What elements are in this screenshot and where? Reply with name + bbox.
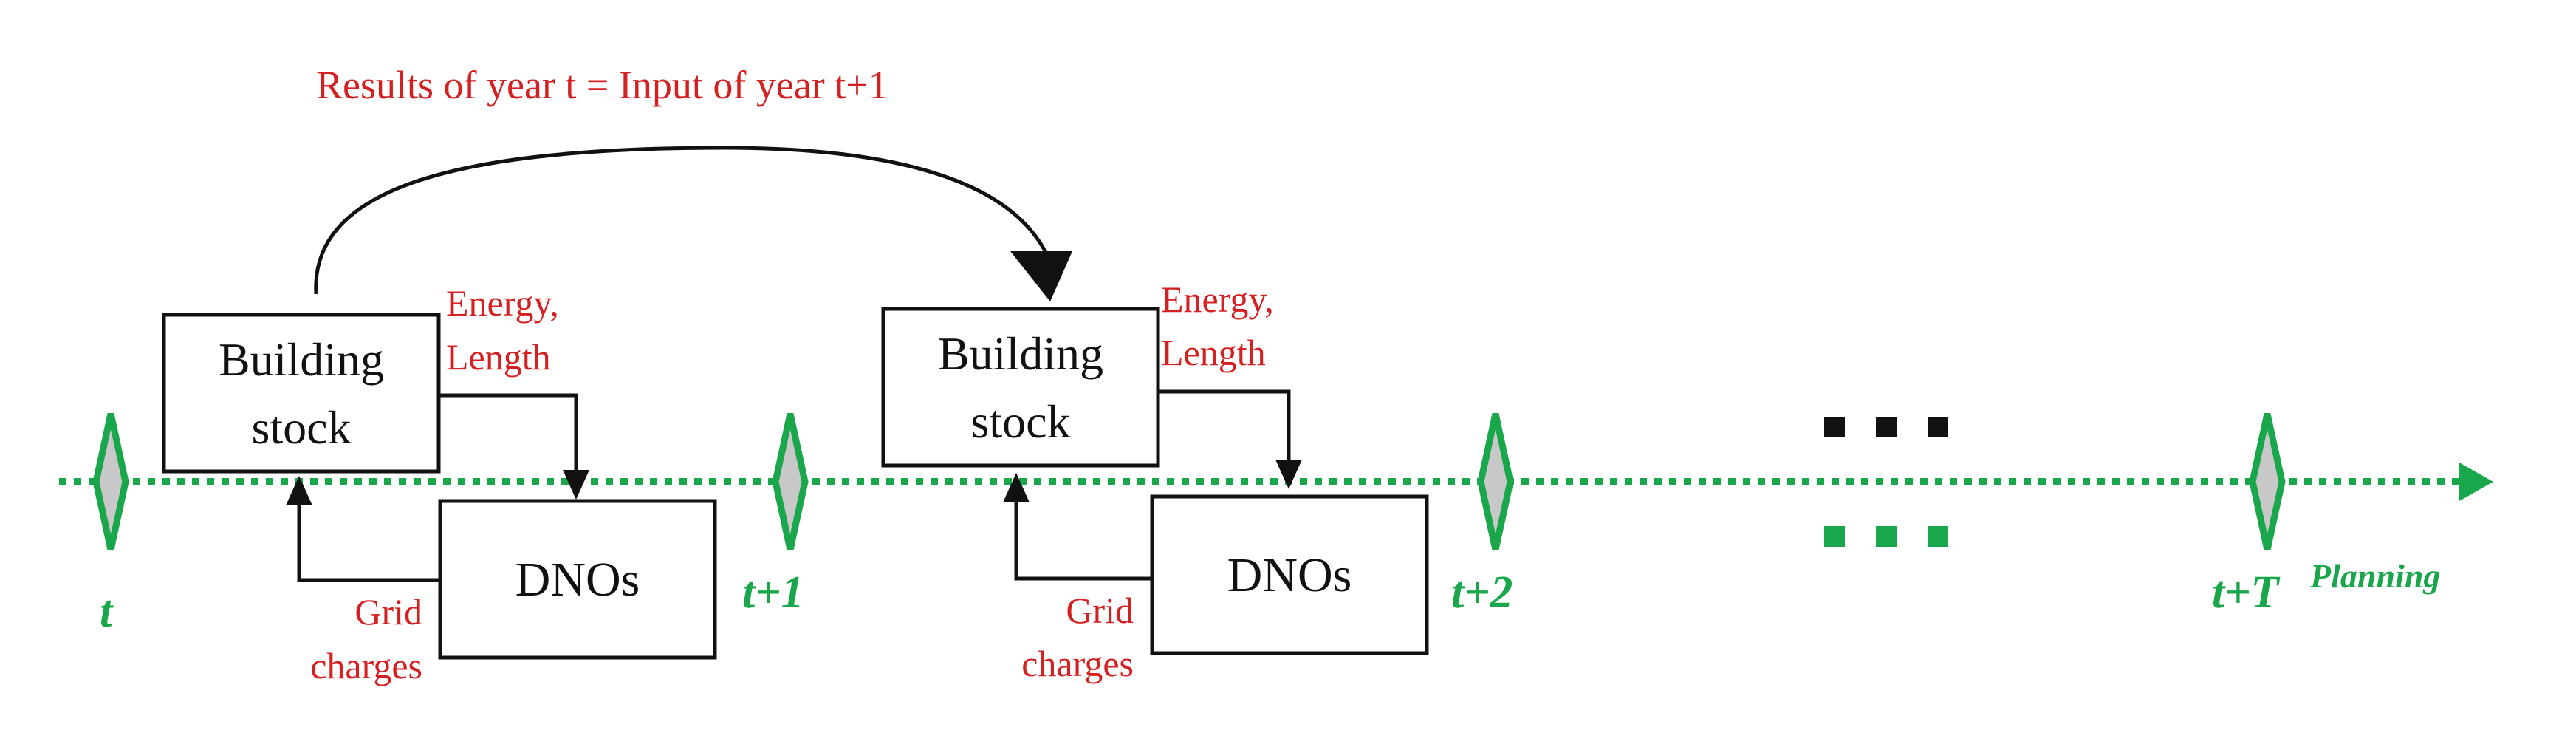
energy-length-label-2b: Length <box>1161 332 1266 373</box>
tick-diamond-t-plus-T <box>2249 413 2286 550</box>
grid-charges-label-2a: Grid <box>1066 590 1134 631</box>
tick-diamond-t-plus-1 <box>772 413 809 550</box>
energy-length-label-1a: Energy, <box>446 282 559 324</box>
ellipsis-black <box>1824 417 1948 437</box>
carryover-annotation: Results of year t = Input of year t+1 <box>316 63 888 107</box>
energy-length-arrow-1 <box>439 393 578 473</box>
grid-charges-arrowhead-2 <box>1003 473 1030 502</box>
tick-diamond-t <box>92 413 129 550</box>
carryover-arc <box>314 146 1051 295</box>
energy-length-arrow-2 <box>1158 389 1291 461</box>
grid-charges-arrow-1 <box>297 502 440 582</box>
timeline-arrowhead <box>2459 463 2493 501</box>
grid-charges-label-1a: Grid <box>354 591 422 633</box>
grid-charges-arrow-2 <box>1014 500 1152 581</box>
tick-diamond-t-plus-2 <box>1477 413 1514 550</box>
dnos-box-1 <box>438 499 717 660</box>
energy-length-label-1b: Length <box>446 336 551 378</box>
grid-charges-arrowhead-1 <box>286 476 312 505</box>
tick-label-t: t <box>100 587 114 637</box>
building-stock-label-1b: stock <box>251 401 351 454</box>
dnos-box-2 <box>1150 494 1429 655</box>
tick-label-t-plus-2: t+2 <box>1451 567 1513 618</box>
tick-label-t-plus-1: t+1 <box>742 567 804 618</box>
carryover-arrowhead <box>1010 251 1072 301</box>
tick-label-t-plus-T: t+T <box>2212 567 2281 618</box>
ellipsis-green <box>1824 526 1948 547</box>
grid-charges-label-2b: charges <box>1021 643 1134 684</box>
energy-length-label-2a: Energy, <box>1161 279 1274 320</box>
dnos-label-2: DNOs <box>1227 548 1352 602</box>
building-stock-label-1a: Building <box>219 333 384 386</box>
grid-charges-label-1b: charges <box>310 645 422 686</box>
energy-length-arrowhead-2 <box>1275 460 1302 489</box>
energy-length-arrowhead-1 <box>563 470 589 500</box>
building-stock-label-2a: Building <box>938 327 1103 380</box>
building-stock-box-1 <box>162 313 441 474</box>
tick-label-superscript: Planning <box>2309 557 2440 595</box>
building-stock-label-2b: stock <box>970 395 1070 448</box>
dnos-label-1: DNOs <box>515 553 640 607</box>
building-stock-box-2 <box>881 307 1160 468</box>
